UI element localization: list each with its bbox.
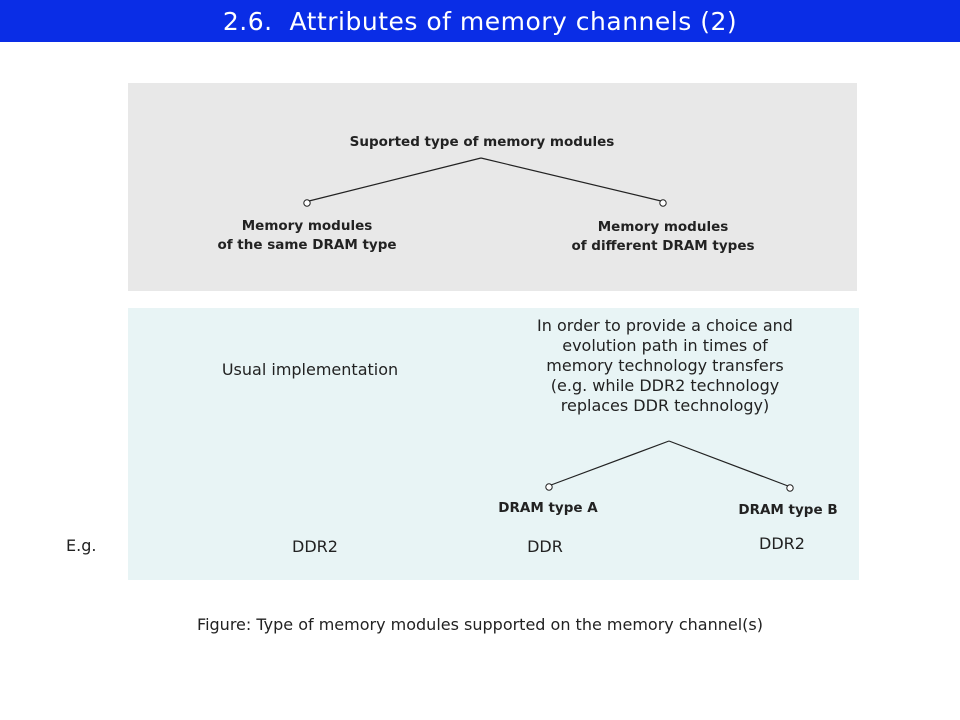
usual-implementation-label: Usual implementation xyxy=(221,360,399,379)
eg-ddr2-type-b: DDR2 xyxy=(759,534,805,553)
top-panel xyxy=(128,83,857,291)
eg-ddr-type-a: DDR xyxy=(527,537,563,556)
different-dram-line2: of different DRAM types xyxy=(571,238,755,254)
dram-type-b-label: DRAM type B xyxy=(738,502,838,518)
tree-root-label: Suported type of memory modules xyxy=(349,134,615,150)
reason-line: replaces DDR technology) xyxy=(560,396,770,415)
bottom-panel xyxy=(128,308,859,580)
same-dram-type-label: Memory modules of the same DRAM type xyxy=(172,217,442,255)
different-dram-types-label: Memory modules of different DRAM types xyxy=(528,218,798,256)
same-dram-line1: Memory modules xyxy=(241,218,373,234)
reason-text: In order to provide a choice and evoluti… xyxy=(480,316,850,416)
figure-caption: Figure: Type of memory modules supported… xyxy=(197,615,763,634)
reason-line: memory technology transfers xyxy=(546,356,784,375)
eg-ddr2-usual: DDR2 xyxy=(292,537,338,556)
eg-label: E.g. xyxy=(66,536,97,555)
top-left-branch xyxy=(308,157,482,202)
bottom-right-branch xyxy=(668,440,789,487)
dram-type-a-label: DRAM type A xyxy=(498,500,598,516)
reason-line: evolution path in times of xyxy=(562,336,768,355)
top-left-node xyxy=(303,199,311,207)
top-right-branch xyxy=(480,157,662,202)
bottom-left-branch xyxy=(550,440,670,486)
title-bar: 2.6. Attributes of memory channels (2) xyxy=(0,0,960,42)
bottom-right-node xyxy=(786,484,794,492)
slide-title: 2.6. Attributes of memory channels (2) xyxy=(222,6,738,36)
reason-line: (e.g. while DDR2 technology xyxy=(550,376,780,395)
top-right-node xyxy=(659,199,667,207)
same-dram-line2: of the same DRAM type xyxy=(217,237,397,253)
reason-line: In order to provide a choice and xyxy=(537,316,793,335)
different-dram-line1: Memory modules xyxy=(597,219,729,235)
bottom-left-node xyxy=(545,483,553,491)
